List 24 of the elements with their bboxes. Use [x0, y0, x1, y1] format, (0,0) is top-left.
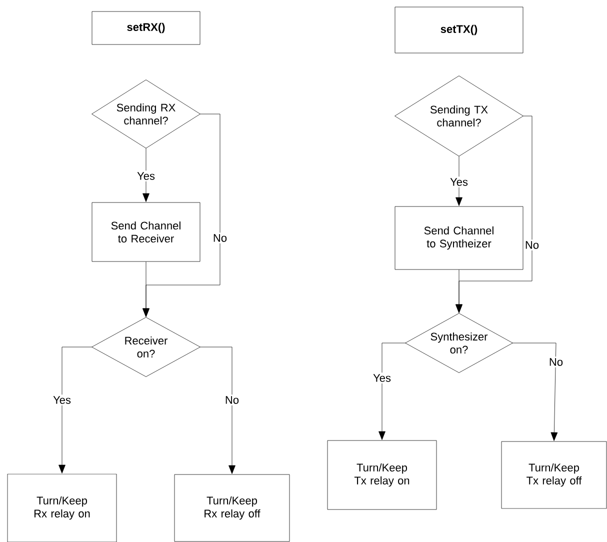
- process-box: Turn/Keep Tx relay on: [327, 440, 437, 510]
- arrow: [456, 156, 462, 206]
- process-box: Send Channel to Syntheizer: [394, 206, 524, 270]
- process-box: Turn/Keep Rx relay off: [174, 474, 290, 542]
- edge-label: Yes: [372, 372, 392, 384]
- arrow: [142, 262, 150, 317]
- edge-label: Yes: [136, 170, 156, 182]
- arrow: [200, 346, 236, 474]
- edge-label: No: [523, 240, 541, 250]
- arrow: [142, 148, 150, 202]
- arrow: [456, 270, 462, 313]
- function-name-box: setRX(): [92, 11, 200, 45]
- arrow: [378, 342, 406, 440]
- edge-label: Yes: [52, 394, 72, 406]
- process-box: Send Channel to Receiver: [92, 202, 200, 262]
- process-box: Turn/Keep Tx relay off: [501, 441, 607, 509]
- arrow: [58, 346, 92, 474]
- edge-label: No: [223, 394, 241, 406]
- process-box: Turn/Keep Rx relay on: [7, 474, 117, 542]
- edge-label: No: [547, 356, 565, 368]
- arrow: [512, 342, 558, 441]
- edge-label: Yes: [448, 176, 470, 188]
- function-name-box: setTX(): [394, 6, 524, 54]
- edge-label: No: [211, 232, 229, 244]
